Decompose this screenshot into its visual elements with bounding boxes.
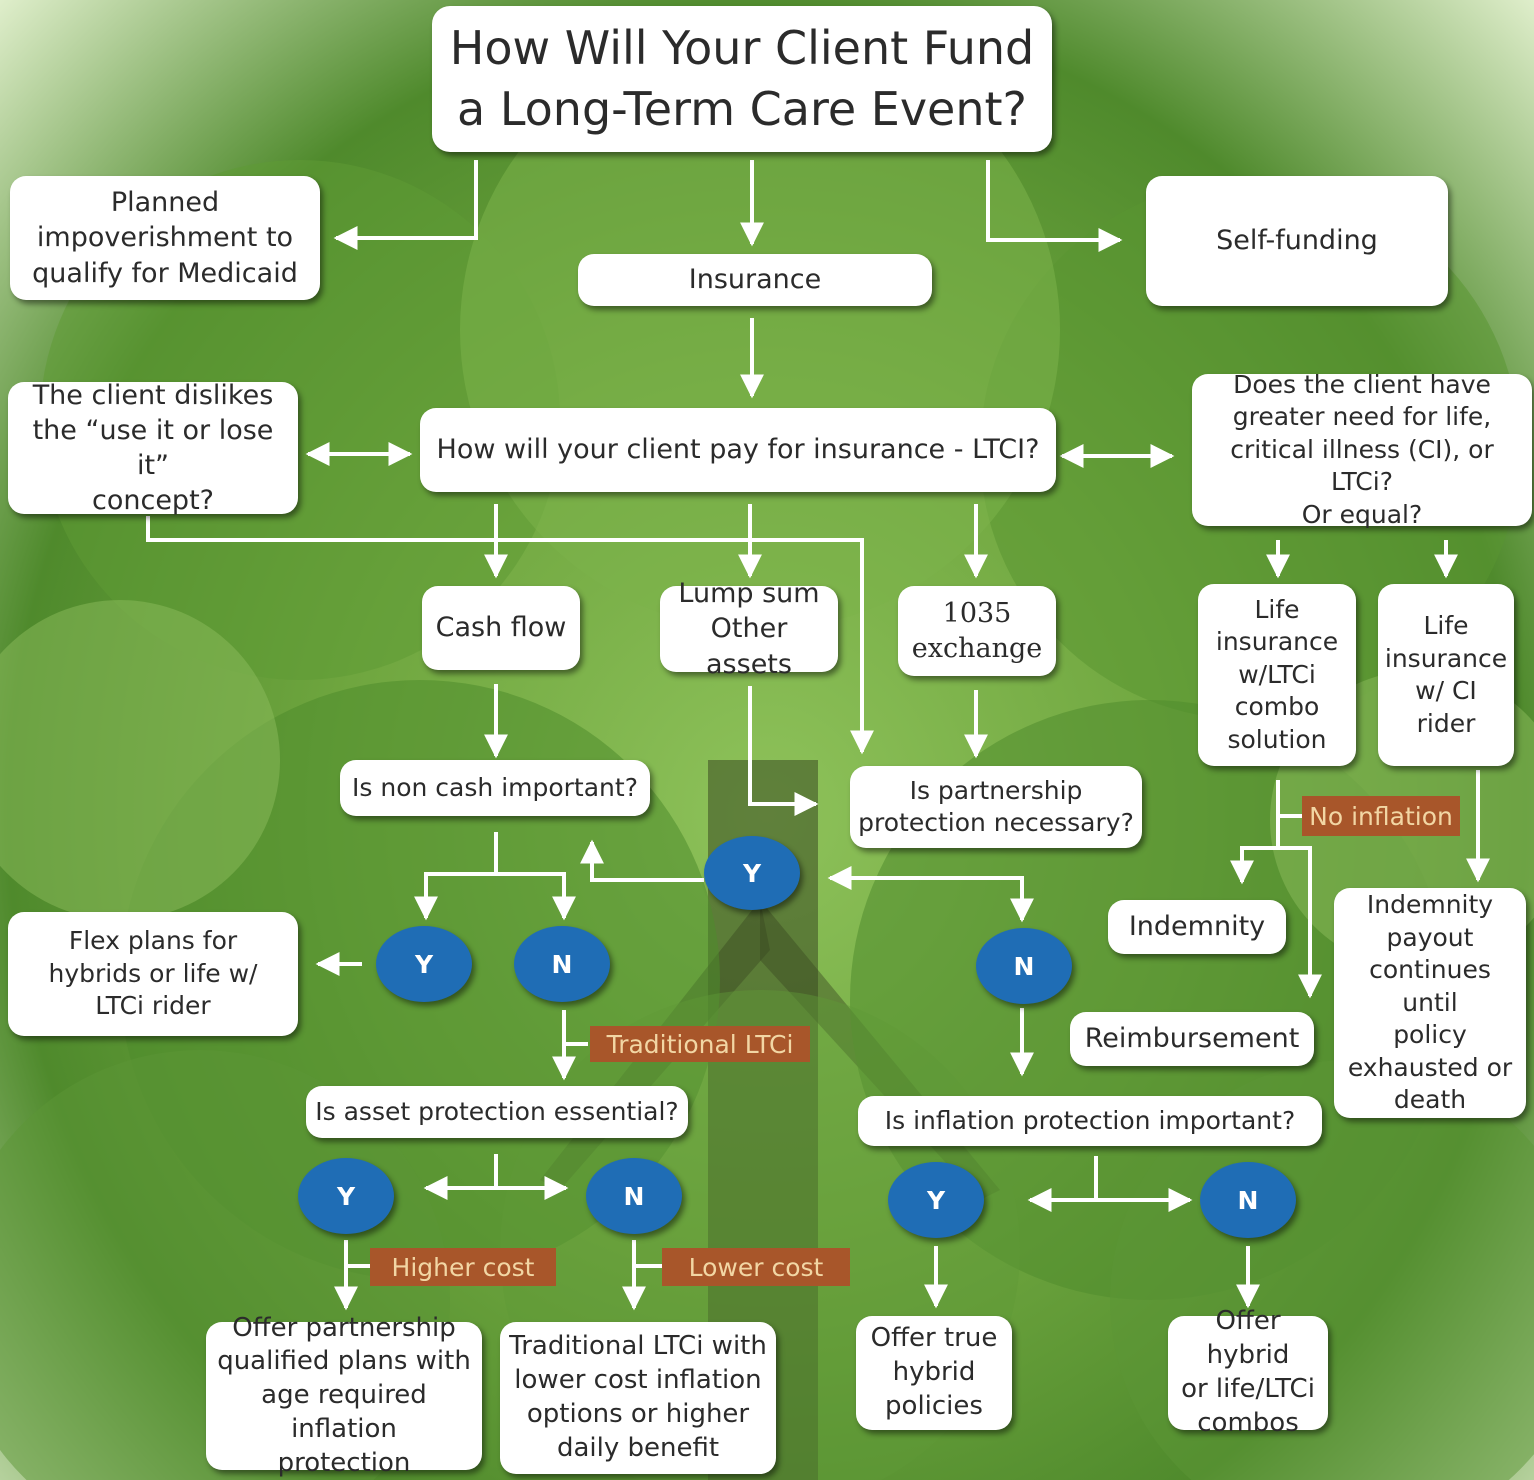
life-ltci-combo-box: Life insurance w/LTCi combo solution — [1198, 584, 1356, 766]
page-title: How Will Your Client Fund a Long-Term Ca… — [432, 6, 1052, 152]
exchange-box: 1035 exchange — [898, 586, 1056, 676]
true-hybrid-box: Offer true hybrid policies — [856, 1316, 1012, 1430]
flex-plans-box: Flex plans for hybrids or life w/ LTCi r… — [8, 912, 298, 1036]
inflation-question: Is inflation protection important? — [858, 1096, 1322, 1146]
partnership-plans-box: Offer partnership qualified plans with a… — [206, 1313, 482, 1478]
asset-yes-oval: Y — [298, 1158, 394, 1234]
no-inflation-tag: No inflation — [1302, 796, 1460, 836]
hybrid-combos-box: Offer hybrid or life/LTCi combos — [1168, 1306, 1328, 1438]
lump-sum-box: Lump sum Other assets — [660, 578, 838, 680]
indemnity-payout-box: Indemnity payout continues until policy … — [1334, 888, 1526, 1118]
non-cash-no-oval: N — [514, 926, 610, 1002]
lower-cost-tag: Lower cost — [662, 1248, 850, 1286]
traditional-lower-cost-box: Traditional LTCi with lower cost inflati… — [500, 1322, 776, 1474]
dislikes-question: The client dislikes the “use it or lose … — [8, 380, 298, 516]
self-funding-option: Self-funding — [1146, 176, 1448, 306]
life-ci-rider-box: Life insurance w/ CI rider — [1378, 584, 1514, 766]
medicaid-option: Planned impoverishment to qualify for Me… — [10, 176, 320, 300]
non-cash-yes-oval: Y — [376, 926, 472, 1002]
higher-cost-tag: Higher cost — [370, 1248, 556, 1286]
asset-no-oval: N — [586, 1158, 682, 1234]
asset-protection-question: Is asset protection essential? — [306, 1086, 688, 1138]
partnership-question: Is partnership protection necessary? — [850, 766, 1142, 848]
inflation-yes-oval: Y — [888, 1162, 984, 1238]
inflation-no-oval: N — [1200, 1162, 1296, 1238]
partnership-no-oval: N — [976, 928, 1072, 1004]
cash-flow-box: Cash flow — [422, 586, 580, 670]
indemnity-box: Indemnity — [1108, 900, 1286, 954]
traditional-ltci-tag: Traditional LTCi — [590, 1026, 810, 1062]
non-cash-question: Is non cash important? — [340, 760, 650, 816]
insurance-option: Insurance — [578, 254, 932, 306]
reimbursement-box: Reimbursement — [1070, 1012, 1314, 1066]
pay-question: How will your client pay for insurance -… — [420, 408, 1056, 492]
greater-need-question: Does the client have greater need for li… — [1192, 370, 1532, 529]
partnership-yes-oval: Y — [704, 836, 800, 910]
